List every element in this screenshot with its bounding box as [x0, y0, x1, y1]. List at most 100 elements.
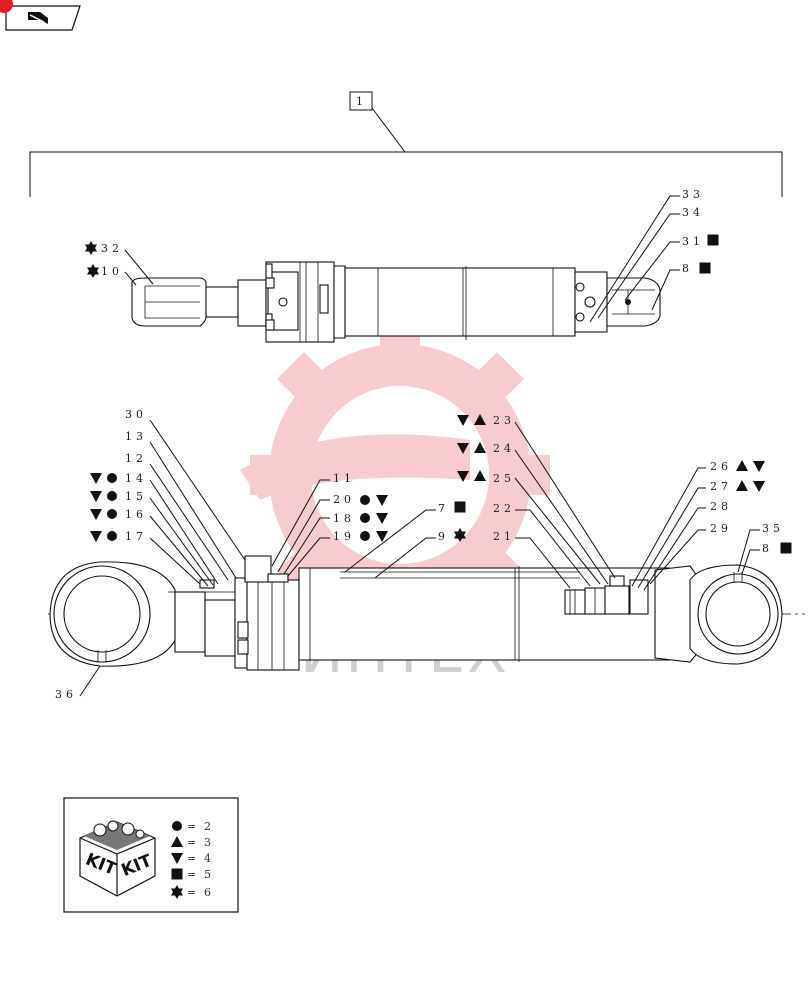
kit-box-icon: KIT KIT — [79, 820, 156, 897]
callout-27: 27 — [710, 480, 732, 493]
triangle-up-symbol — [474, 470, 486, 481]
callout-28: 28 — [710, 500, 732, 513]
callout-26: 26 — [710, 460, 732, 473]
callout-21: 21 — [493, 530, 515, 543]
red-corner-dot — [0, 0, 13, 13]
triangle-down-symbol — [457, 415, 469, 426]
callout-9: 9 — [438, 530, 449, 543]
circle-symbol — [360, 495, 370, 505]
callout-17: 17 — [125, 530, 147, 543]
circle-symbol — [360, 513, 370, 523]
callout-34: 34 — [682, 206, 704, 219]
kit-equals: = — [187, 836, 199, 849]
callout-32: 32 — [101, 242, 123, 255]
callout-20: 20 — [333, 493, 355, 506]
square-symbol — [780, 542, 792, 554]
leader-23 — [514, 421, 616, 579]
callout-16: 16 — [125, 508, 147, 521]
nav-tab[interactable] — [0, 0, 81, 31]
kit-equals: = — [187, 820, 199, 833]
leader-28 — [643, 507, 706, 591]
leader-35 — [737, 529, 760, 573]
callout-31: 31 — [682, 235, 704, 248]
leader-20 — [277, 499, 330, 573]
kit-equals: = — [187, 868, 199, 881]
callout-8-bottom: 8 — [762, 542, 773, 555]
assembly-bracket — [29, 151, 783, 197]
kit-value-square: 5 — [204, 868, 214, 881]
callout-29: 29 — [710, 522, 732, 535]
leader-31 — [624, 241, 680, 301]
circle-symbol — [107, 531, 117, 541]
callout-36: 36 — [55, 688, 77, 701]
leader-8-top — [651, 269, 680, 311]
triangle-down-symbol — [90, 473, 102, 484]
circle-symbol — [107, 491, 117, 501]
callout-12: 12 — [125, 452, 147, 465]
bottom-cylinder — [49, 555, 783, 671]
leader-16 — [149, 515, 209, 587]
circle-symbol — [360, 531, 370, 541]
leader-24 — [514, 449, 609, 585]
assembly-leader — [371, 107, 406, 153]
callout-24: 24 — [493, 442, 515, 455]
callout-15: 15 — [125, 490, 147, 503]
kit-equals: = — [187, 886, 199, 899]
leader-29 — [649, 529, 706, 585]
callout-23: 23 — [493, 414, 515, 427]
leader-34 — [597, 213, 680, 319]
callout-10: 10 — [101, 265, 123, 278]
callout-22: 22 — [493, 502, 515, 515]
triangle-down-symbol — [753, 481, 765, 492]
callout-11: 11 — [333, 472, 355, 485]
callout-19: 19 — [333, 530, 355, 543]
callout-30: 30 — [125, 408, 147, 421]
callout-25: 25 — [493, 472, 515, 485]
kit-value-triangle-up: 3 — [204, 836, 214, 849]
leader-9 — [374, 537, 436, 579]
leader-18 — [283, 517, 330, 575]
leader-22 — [515, 509, 591, 587]
square-symbol — [707, 234, 719, 246]
leader-25 — [514, 477, 601, 585]
leader-13 — [149, 441, 237, 579]
leader-33 — [589, 195, 680, 323]
leader-17 — [149, 537, 201, 585]
square-symbol — [171, 868, 183, 880]
triangle-down-symbol — [90, 491, 102, 502]
triangle-down-symbol — [753, 461, 765, 472]
triangle-down-symbol — [90, 531, 102, 542]
callout-14: 14 — [125, 472, 147, 485]
callout-35: 35 — [762, 522, 784, 535]
kit-legend: KIT KIT = 2 = 3 = 4 = 5 = 6 — [63, 797, 239, 913]
triangle-up-symbol — [736, 460, 748, 471]
book-icon — [28, 12, 48, 24]
callout-8-top: 8 — [682, 262, 693, 275]
leader-14 — [149, 479, 219, 585]
kit-value-triangle-down: 4 — [204, 852, 214, 865]
leader-12 — [149, 463, 229, 581]
leader-10 — [124, 271, 137, 286]
assembly-ref-box — [349, 91, 373, 111]
circle-symbol — [107, 473, 117, 483]
triangle-up-symbol — [736, 480, 748, 491]
leader-11 — [271, 479, 330, 567]
circle-symbol — [172, 821, 182, 831]
leader-36 — [79, 665, 101, 697]
leader-8-bottom — [741, 549, 760, 575]
callout-33: 33 — [682, 188, 704, 201]
kit-value-circle: 2 — [204, 820, 214, 833]
triangle-down-symbol — [376, 513, 388, 524]
callout-7: 7 — [438, 502, 449, 515]
star-symbol — [85, 241, 97, 255]
triangle-down-symbol — [90, 509, 102, 520]
star-symbol — [87, 264, 99, 278]
leader-27 — [637, 487, 706, 589]
callout-13: 13 — [125, 430, 147, 443]
callout-18: 18 — [333, 512, 355, 525]
leader-26 — [631, 467, 706, 587]
leader-32 — [124, 249, 154, 285]
top-cylinder — [131, 261, 661, 343]
triangle-down-symbol — [376, 495, 388, 506]
